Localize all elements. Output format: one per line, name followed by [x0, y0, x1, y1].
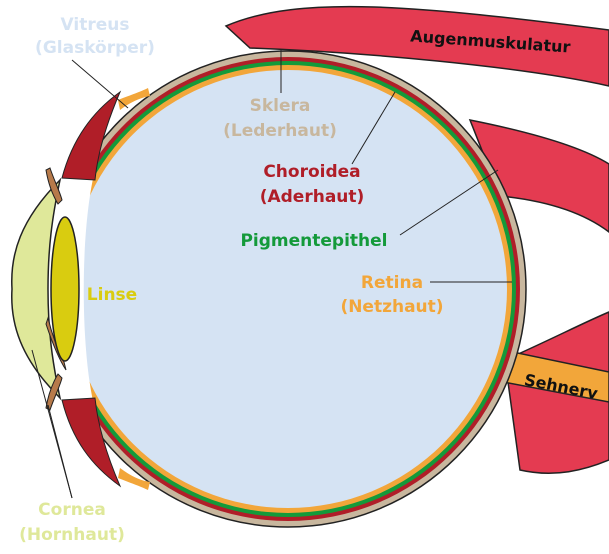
- label-linse: Linse: [87, 285, 137, 305]
- label-vitreus: Vitreus: [61, 15, 130, 35]
- lens-shape: [51, 217, 79, 361]
- label-pigmentepithel: Pigmentepithel: [240, 231, 387, 251]
- label-cornea: Cornea: [38, 500, 106, 520]
- label-choroidea: Choroidea: [263, 162, 360, 182]
- pointer-vitreus: [72, 60, 128, 108]
- label-cornea-de: (Hornhaut): [19, 525, 125, 545]
- label-choroidea-de: (Aderhaut): [260, 187, 365, 207]
- label-retina-de: (Netzhaut): [340, 297, 443, 317]
- label-sklera: Sklera: [250, 96, 311, 116]
- label-vitreus-de: (Glaskörper): [35, 38, 155, 58]
- label-sklera-de: (Lederhaut): [223, 121, 337, 141]
- label-retina: Retina: [361, 273, 423, 293]
